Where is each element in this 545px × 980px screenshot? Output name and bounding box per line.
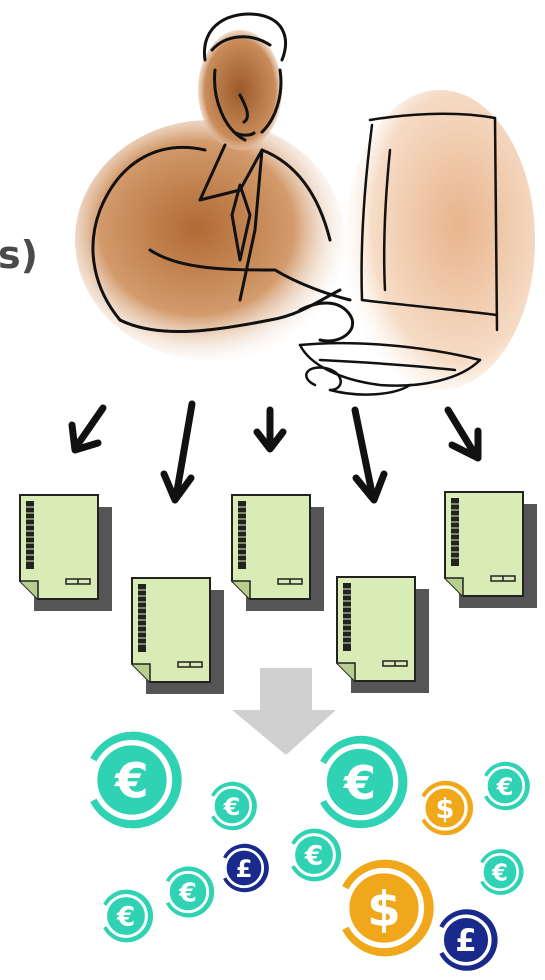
euro-coin-small-5 xyxy=(103,890,153,943)
pound-coin-small xyxy=(223,844,269,892)
euro-coin-large-2 xyxy=(320,736,407,828)
euro-coin-small-3 xyxy=(291,829,341,882)
euro-coin-large-1 xyxy=(90,732,182,829)
dollar-coin-large xyxy=(342,860,434,957)
euro-coin-small-6 xyxy=(480,849,523,895)
pound-coin-medium xyxy=(439,909,497,971)
euro-coin-small-2 xyxy=(484,762,530,810)
euro-coin-small-1 xyxy=(211,782,257,830)
dollar-coin-small xyxy=(421,781,473,836)
euro-coin-small-4 xyxy=(166,866,214,917)
